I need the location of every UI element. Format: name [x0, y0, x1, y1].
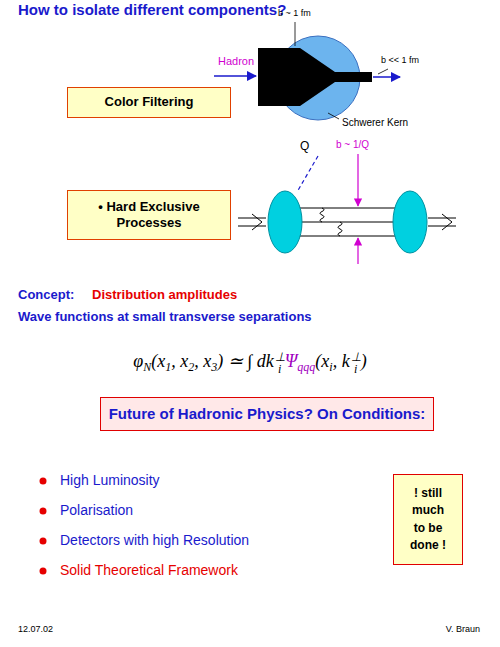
leader-line: [295, 22, 296, 46]
label: Wave functions at small transverse separ…: [18, 309, 312, 325]
bullet-item: Solid Theoretical Framework: [60, 562, 238, 579]
label: b ~ 1/Q: [336, 139, 369, 151]
leader-line: [378, 69, 388, 74]
formula-part: (x: [151, 351, 165, 371]
label: Distribution amplitudes: [92, 287, 237, 303]
gluon-line: [338, 222, 342, 236]
label: b << 1 fm: [381, 55, 419, 66]
hadron-blob: [393, 191, 427, 253]
bullet-dot: [40, 478, 47, 485]
formula-part: i: [329, 360, 332, 374]
formula-part: ): [361, 351, 367, 371]
footer-text: V. Braun: [446, 624, 480, 635]
hadron-cone: [258, 48, 372, 106]
formula-part: ⊥: [275, 351, 285, 363]
slide-title: How to isolate different components?: [18, 1, 286, 19]
incoming-arrow: [214, 75, 256, 77]
formula-part: 3: [211, 360, 217, 374]
formula-part: 1: [165, 360, 171, 374]
formula-part: (x: [315, 351, 329, 371]
size-arrow: [357, 238, 358, 264]
label: Hadron: [218, 55, 254, 68]
formula-part: i: [351, 363, 361, 375]
label: Q: [300, 139, 309, 153]
method-box: Color Filtering: [67, 87, 231, 118]
formula-part: ) ≃ ∫ dk: [217, 351, 273, 371]
hadron-line: [428, 218, 456, 219]
formula-part: , x: [171, 351, 188, 371]
bullet-dot: [40, 568, 47, 575]
formula-part: N: [143, 360, 151, 374]
bullet-item: High Luminosity: [60, 472, 160, 489]
footer-text: 12.07.02: [18, 624, 53, 635]
quark-line: [285, 222, 410, 223]
photon-line: [297, 156, 318, 192]
heading-box: Future of Hadronic Physics? On Condition…: [100, 397, 435, 431]
gluon-line: [320, 208, 324, 222]
formula-part: qqq: [297, 360, 315, 374]
box-text: ! still much to be done !: [407, 485, 449, 555]
formula-part: , x: [194, 351, 211, 371]
hadron-line: [238, 226, 266, 227]
hadron-line: [428, 226, 456, 227]
size-arrow: [357, 154, 358, 206]
box-text: Color Filtering: [105, 94, 194, 110]
formula-part: φ: [133, 351, 143, 371]
box-text: • Hard Exclusive Processes: [76, 199, 222, 232]
method-box: • Hard Exclusive Processes: [67, 190, 231, 240]
arrow-head: [252, 214, 262, 230]
leader-line: [328, 113, 339, 119]
hadron-line: [238, 218, 266, 219]
label: b ~ 1 fm: [278, 8, 311, 19]
formula-part: 2: [188, 360, 194, 374]
formula: φN(x1, x2, x3) ≃ ∫ dk⊥iΨqqq(xi, k⊥i): [0, 350, 500, 376]
label: Schwerer Kern: [342, 117, 408, 129]
note-box: ! still much to be done !: [393, 474, 463, 565]
bullet-item: Polarisation: [60, 502, 133, 519]
formula-part: , k: [333, 351, 350, 371]
hadron-blob: [268, 191, 302, 253]
bullet-dot: [40, 538, 47, 545]
formula-part: ⊥: [351, 351, 361, 363]
box-text: Future of Hadronic Physics? On Condition…: [109, 405, 426, 424]
bullet-dot: [40, 508, 47, 515]
formula-part: i: [275, 363, 285, 375]
quark-line: [285, 208, 410, 209]
label: Concept:: [18, 287, 74, 303]
arrow-head: [442, 214, 452, 230]
formula-part: Ψ: [285, 351, 298, 371]
bullet-item: Detectors with high Resolution: [60, 532, 249, 549]
outgoing-arrow: [373, 76, 400, 78]
quark-line: [285, 236, 410, 237]
